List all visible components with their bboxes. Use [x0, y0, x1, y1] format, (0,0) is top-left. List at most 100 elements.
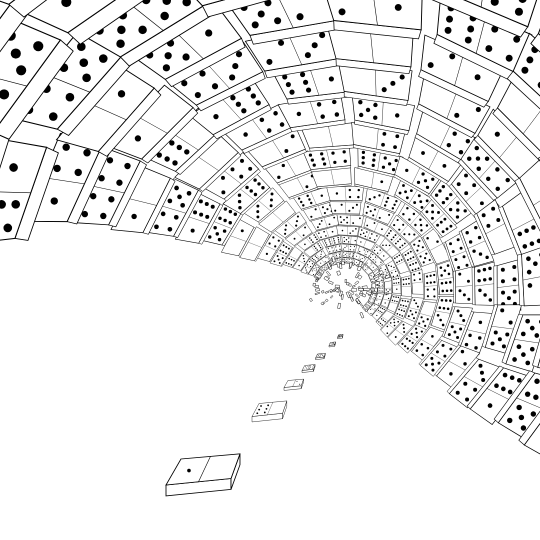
wall-domino [421, 227, 452, 265]
distant-domino [324, 290, 330, 294]
wall-domino [380, 315, 403, 338]
distant-domino [314, 291, 320, 296]
wall-domino [397, 201, 434, 237]
distant-domino [345, 291, 351, 299]
distant-domino [366, 291, 372, 295]
wall-domino [516, 247, 540, 307]
distant-domino [348, 283, 352, 287]
wall-domino [0, 0, 48, 18]
wall-domino [441, 306, 473, 344]
distant-domino [314, 285, 319, 288]
wall-domino [362, 202, 395, 226]
wall-domino [367, 293, 378, 305]
wall-domino [302, 146, 352, 173]
wall-domino [391, 275, 402, 294]
wall-domino [282, 246, 304, 268]
distant-domino [351, 287, 357, 292]
wall-domino [493, 258, 522, 311]
distant-domino [354, 280, 360, 286]
distant-domino [315, 288, 320, 292]
wall-domino [310, 214, 339, 232]
distant-domino [358, 288, 364, 292]
wall-domino [429, 296, 456, 331]
floor-domino [337, 334, 344, 339]
wall-domino [274, 211, 308, 239]
distant-domino [326, 261, 332, 268]
wall-domino [203, 152, 261, 202]
wall-domino [239, 226, 271, 262]
wall-domino [400, 275, 412, 297]
distant-domino [349, 262, 353, 268]
wall-domino [422, 270, 438, 301]
wall-domino [371, 305, 388, 321]
wall-domino [518, 410, 540, 455]
wall-domino [387, 320, 414, 346]
wall-domino [129, 4, 246, 88]
wall-domino [410, 269, 425, 295]
wall-domino [361, 300, 374, 312]
distant-domino [324, 298, 329, 303]
wall-domino [407, 135, 463, 185]
distant-domino [372, 268, 380, 276]
wall-domino [222, 172, 272, 216]
floor-domino [328, 341, 336, 348]
wall-domino [501, 313, 540, 373]
wall-domino [13, 0, 145, 45]
wall-domino [473, 199, 518, 256]
wall-domino [453, 266, 474, 305]
wall-domino [174, 133, 242, 192]
distant-domino [358, 292, 364, 297]
wall-domino [354, 167, 394, 194]
distant-domino [358, 261, 363, 267]
distant-domino [337, 289, 341, 293]
wall-domino [364, 186, 403, 214]
distant-domino [338, 290, 344, 297]
distant-domino [359, 312, 365, 319]
wall-domino [174, 193, 224, 245]
distant-domino [335, 288, 340, 293]
floor-dominoes [165, 334, 344, 497]
distant-domino [323, 275, 330, 282]
wall-domino [220, 218, 256, 257]
wall-domino [481, 304, 523, 355]
distant-domino [312, 282, 316, 287]
distant-domino [356, 300, 361, 305]
tunnel-vanishing-core [256, 200, 438, 354]
wall-domino [366, 303, 380, 317]
wall-domino [292, 252, 311, 271]
distant-domino [320, 301, 325, 306]
wall-domino [458, 219, 495, 268]
wall-domino [329, 201, 362, 216]
distant-domino [340, 294, 344, 300]
wall-domino [375, 310, 395, 329]
tunnel-wall-dominoes [0, 0, 540, 455]
wall-domino [321, 235, 342, 248]
wall-domino [0, 138, 59, 241]
wall-domino [380, 292, 393, 309]
wall-domino [326, 0, 423, 40]
wall-domino [416, 73, 491, 138]
distant-domino [380, 273, 384, 278]
distant-domino [328, 280, 334, 285]
distant-domino [341, 260, 345, 266]
wall-domino [393, 155, 441, 196]
distant-domino [385, 292, 389, 295]
wall-domino [391, 251, 410, 275]
wall-domino [110, 165, 176, 235]
distant-domino [318, 269, 323, 274]
wall-domino [244, 24, 340, 79]
wall-domino [106, 84, 199, 164]
distant-domino [375, 285, 380, 289]
wall-domino [419, 198, 458, 239]
wall-domino [300, 258, 316, 275]
wall-domino [300, 122, 357, 152]
distant-domino [331, 256, 336, 263]
wall-domino [225, 0, 338, 45]
wall-domino [364, 258, 379, 272]
distant-domino [330, 289, 336, 293]
floor-domino [251, 400, 288, 423]
distant-domino [374, 280, 380, 286]
wall-domino [196, 0, 272, 18]
wall-domino [201, 201, 244, 247]
